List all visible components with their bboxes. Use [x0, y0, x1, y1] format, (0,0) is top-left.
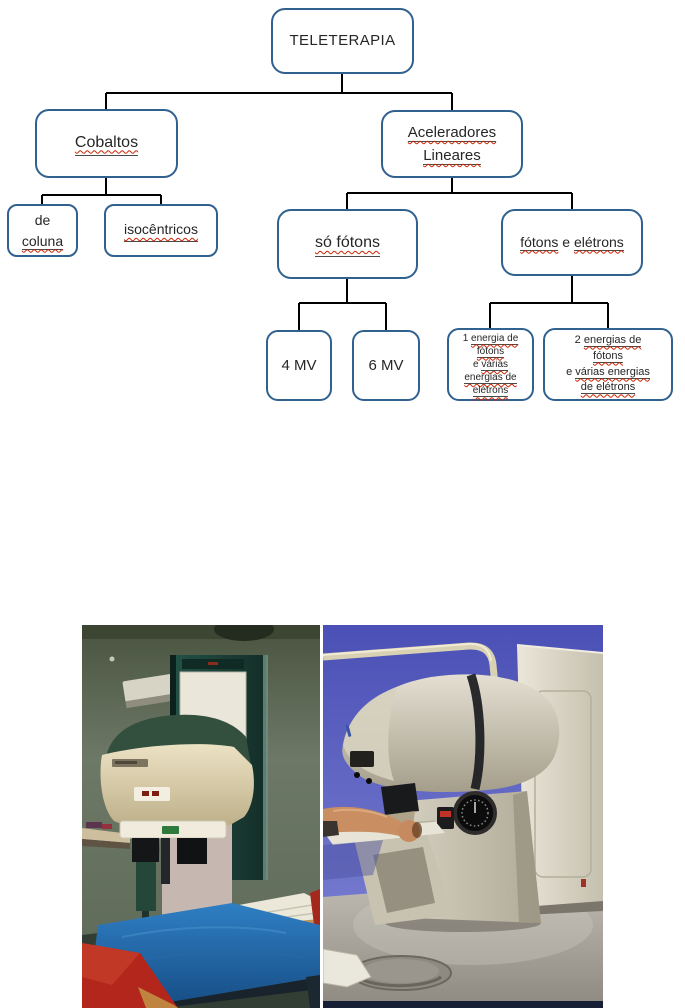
line2-text: fótons	[593, 349, 623, 363]
node-teleterapia: TELETERAPIA	[271, 8, 414, 74]
couch-frame	[152, 977, 320, 1008]
photo-linear-accelerator	[323, 625, 603, 1008]
photo-cobalt-unit	[82, 625, 320, 1008]
node-label: só fótons	[315, 231, 380, 257]
line2-text: fótons	[476, 345, 505, 358]
line1-prefix: 1	[462, 332, 469, 344]
side-shelf-arm	[82, 822, 130, 849]
node-cobaltos: Cobaltos	[35, 109, 178, 178]
line5-text: elétrons	[472, 385, 509, 398]
line3-prefix: e	[566, 365, 573, 378]
floor-turntable-plate	[350, 955, 452, 991]
node-de-coluna: de coluna	[7, 204, 78, 257]
node-2-energias-de-fotons: 2 energias de fótons e várias energias d…	[543, 328, 673, 401]
line1-text: energias de	[583, 333, 642, 347]
node-6mv: 6 MV	[352, 330, 420, 401]
line1-text: energia de	[471, 332, 519, 345]
linac-gantry-head	[342, 673, 560, 827]
node-fotons-e-eletrons: fótons e elétrons	[501, 209, 643, 276]
flowchart-connectors	[41, 74, 609, 330]
node-word-fotons: fótons	[520, 233, 559, 251]
node-label: Cobaltos	[74, 131, 139, 157]
ceiling-vent	[214, 625, 274, 641]
line4-text: de elétrons	[580, 381, 636, 395]
line3-text: várias	[481, 358, 509, 371]
patient-on-couch	[323, 806, 445, 880]
node-label: 4 MV	[281, 356, 317, 374]
gantry-base	[353, 791, 541, 932]
collimator	[381, 783, 419, 815]
node-aceleradores-lineares: Aceleradores Lineares	[381, 110, 523, 178]
red-blanket	[82, 943, 178, 1008]
line3-text: várias energias	[575, 365, 650, 379]
node-label-line2: coluna	[21, 232, 64, 250]
node-label-line2: Lineares	[423, 147, 481, 165]
collimator	[132, 838, 207, 884]
node-label-line1: de	[34, 212, 51, 229]
node-word-eletrons: elétrons	[573, 233, 624, 251]
couch-foot-pedal	[323, 948, 372, 988]
ceiling-pole	[323, 642, 502, 716]
node-label-line1: Aceleradores	[407, 123, 497, 142]
node-so-fotons: só fótons	[277, 209, 418, 279]
warning-sign	[437, 807, 454, 829]
node-4mv: 4 MV	[266, 330, 332, 401]
patient-torso	[323, 806, 407, 837]
node-label: isocêntricos	[124, 219, 198, 242]
wall-air-conditioner	[122, 673, 178, 709]
node-label: 6 MV	[368, 356, 404, 374]
line3-prefix: e	[472, 358, 479, 370]
node-label: TELETERAPIA	[289, 32, 396, 50]
node-word-e: e	[562, 233, 571, 250]
line1-prefix: 2	[574, 333, 581, 346]
node-1-energia-de-fotons: 1 energia de fótons e várias energias de…	[447, 328, 534, 401]
cobalt-machine-head	[100, 714, 254, 884]
line4-text: energias de	[464, 372, 517, 385]
node-isocentricos: isocêntricos	[104, 204, 218, 257]
